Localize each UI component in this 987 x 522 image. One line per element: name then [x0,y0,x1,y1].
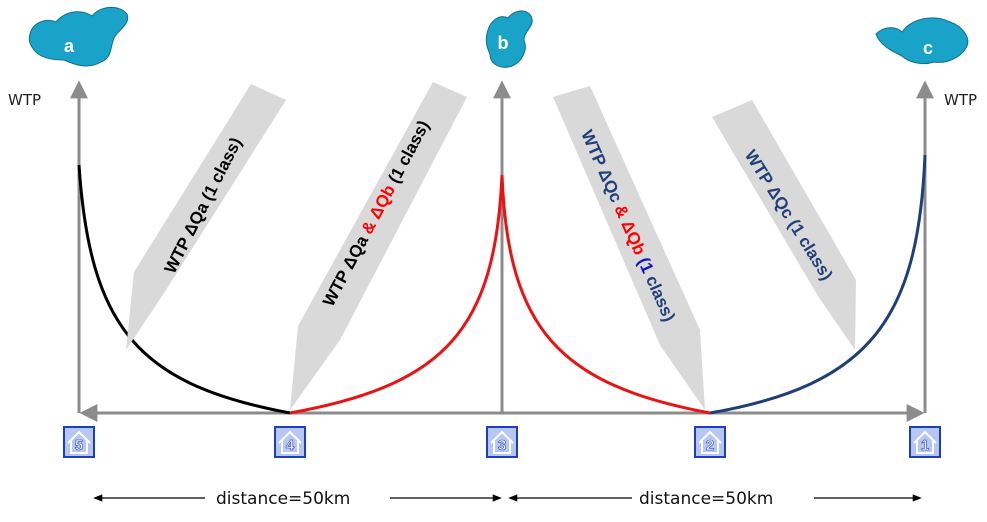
lake-b-icon: b [485,10,533,68]
house-markers: 5 4 3 2 1 [63,426,941,458]
axes [70,80,934,422]
house-4-label: 4 [286,437,295,454]
callout-wtp-qa: WTP ΔQa (1 class) [126,84,286,350]
callout-wtp-qc-qb: WTP ΔQc & ΔQb (1 class) [553,86,705,410]
curve-lake-b-right [500,174,711,415]
house-3-label: 3 [498,437,506,454]
house-4-icon: 4 [274,426,306,458]
distance-label-right: distance=50km [635,489,778,509]
lake-b-label: b [498,33,509,53]
house-1-label: 1 [921,437,929,454]
callout-text-wtp-qc-qb: WTP ΔQc & ΔQb (1 class) [577,127,679,324]
axis-label-wtp-right: WTP [944,91,978,109]
callout-text-wtp-qa: WTP ΔQa (1 class) [161,134,246,276]
lake-c-icon: c [875,17,969,65]
house-2-icon: 2 [694,426,726,458]
callout-text-wtp-qa-qb: WTP ΔQa & ΔQb (1 class) [319,117,433,309]
lake-c-label: c [923,38,933,58]
axis-label-wtp-left: WTP [8,91,42,109]
lake-a-icon: a [28,7,129,67]
distance-label-left: distance=50km [212,489,355,509]
house-1-icon: 1 [909,426,941,458]
callout-wtp-qc: WTP ΔQc (1 class) [712,100,856,350]
curve-lake-c [709,154,927,415]
house-5-icon: 5 [63,426,95,458]
curve-lake-b-left [289,174,504,415]
house-5-label: 5 [75,437,83,454]
house-3-icon: 3 [486,426,518,458]
callout-wtp-qa-qb: WTP ΔQa & ΔQb (1 class) [290,82,467,410]
lake-a-label: a [64,36,75,56]
house-2-label: 2 [706,437,714,454]
